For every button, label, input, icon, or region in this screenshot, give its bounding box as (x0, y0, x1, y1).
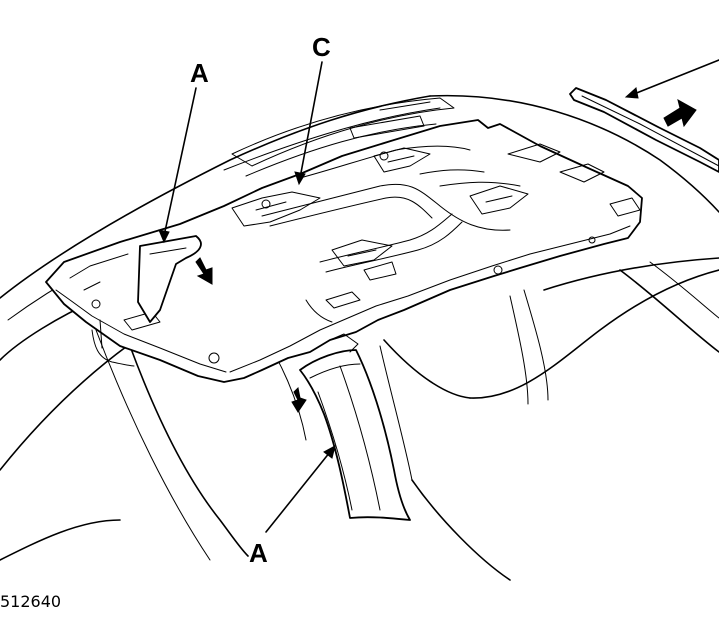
direction-arrows (195, 99, 697, 413)
leader-line-a-top (163, 87, 197, 237)
callout-label-a-bottom: A (249, 538, 268, 568)
figure-reference-number: 512640 (0, 592, 62, 611)
roof-molding-strip (569, 87, 719, 173)
callout-label-c: C (312, 32, 331, 62)
leader-line-c (299, 61, 323, 179)
remove-direction-arrow (663, 99, 697, 128)
leader-line-a-bottom (265, 451, 331, 533)
pull-down-arrow-rear (291, 386, 307, 413)
rear-pillar-trim (299, 333, 411, 521)
callout-label-a-top: A (190, 58, 209, 88)
callout-leader-lines (158, 59, 719, 533)
leader-line-molding (633, 59, 719, 95)
headliner-panel (45, 119, 643, 383)
pull-down-arrow-left (195, 257, 213, 285)
left-pillar-trim (91, 235, 202, 367)
